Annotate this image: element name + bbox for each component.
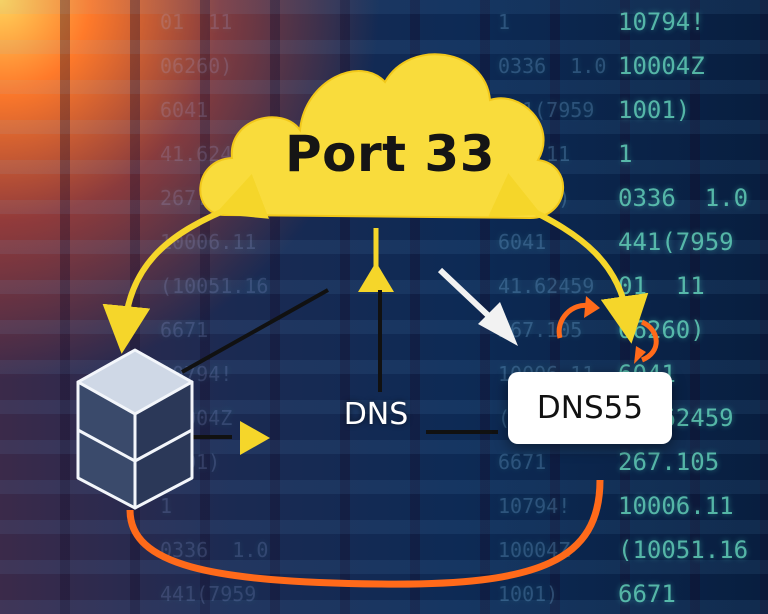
code-line: 1 xyxy=(618,140,633,168)
code-line: 10004Z xyxy=(618,52,705,80)
cloud-shape xyxy=(199,53,564,220)
cloud-label: Port 33 xyxy=(284,125,496,183)
code-line: 1001) xyxy=(498,582,559,606)
code-line: 1 xyxy=(498,10,511,34)
orange-loop-connector xyxy=(126,479,604,588)
code-line: 10794! xyxy=(498,494,571,518)
refresh-arrows-icon xyxy=(556,296,659,364)
code-line: 0336 1.0 xyxy=(498,54,607,78)
code-line: 6671 xyxy=(498,450,547,474)
code-line: 267.105 xyxy=(618,448,720,476)
cloud-to-server-arrow xyxy=(102,173,270,354)
code-line: 6041 xyxy=(160,98,209,122)
code-line: (10051.16 xyxy=(618,536,749,564)
code-line: 1 xyxy=(160,494,173,518)
code-line: 10006.11 xyxy=(618,492,734,520)
server-cube-icon xyxy=(76,348,194,510)
code-line: 6671 xyxy=(618,580,676,608)
dns55-label: DNS55 xyxy=(536,390,644,426)
dns55-box: DNS55 xyxy=(508,372,672,444)
code-line: 06260) xyxy=(160,54,233,78)
triangle-up-icon xyxy=(358,262,394,292)
code-line: 10794! xyxy=(618,8,705,36)
server-diagonal-connector xyxy=(181,288,329,374)
code-line: 441(7959 xyxy=(160,582,257,606)
code-line: 1001) xyxy=(618,96,691,124)
code-line: 01 11 xyxy=(160,10,233,34)
cloud-to-dns55-arrow xyxy=(488,173,649,344)
triangle-right-icon xyxy=(240,421,270,455)
dns-node-label: DNS xyxy=(343,397,409,432)
white-pointer-arrow-icon xyxy=(437,267,518,346)
